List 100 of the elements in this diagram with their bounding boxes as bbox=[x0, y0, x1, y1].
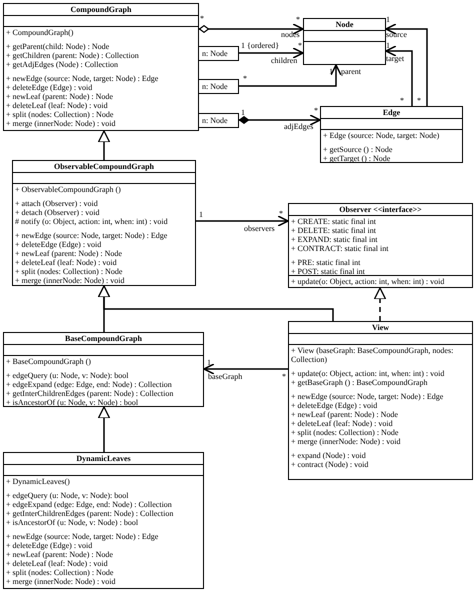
member-text: + POST: static final int bbox=[291, 267, 366, 276]
class-name: Node bbox=[336, 20, 354, 29]
role-label: baseGraph bbox=[208, 372, 242, 381]
member-text: + edgeQuery (u: Node, v: Node): bool bbox=[6, 371, 130, 380]
member-text: + Edge (source: Node, target: Node) bbox=[323, 131, 440, 140]
generalization-arrow bbox=[98, 285, 334, 321]
association-arrow bbox=[239, 47, 304, 59]
member-text: + edgeExpand (edge: Edge, end: Node) : Collection bbox=[6, 500, 173, 509]
class-box bbox=[12, 160, 196, 286]
member-text: + merge (innerNode: Node) : void bbox=[291, 437, 402, 446]
member-text: + deleteEdge (Edge) : void bbox=[6, 541, 94, 550]
member-text: + getTarget () : Node bbox=[323, 154, 392, 163]
class-box bbox=[3, 452, 204, 589]
multiplicity-label: * bbox=[282, 372, 286, 381]
class-box bbox=[288, 203, 473, 288]
member-text: + isAncestorOf (u: Node, v: Node) : bool bbox=[6, 398, 140, 407]
role-label: observers bbox=[244, 224, 275, 233]
role-label: parent bbox=[341, 67, 361, 76]
member-text: + newEdge (source: Node, target: Node) : Edge bbox=[291, 392, 444, 401]
association-arrow bbox=[203, 363, 288, 375]
association-arrow bbox=[196, 215, 289, 227]
multiplicity-label: 1 bbox=[386, 41, 390, 50]
association-arrow bbox=[239, 64, 342, 87]
member-text: + deleteLeaf (leaf: Node) : void bbox=[291, 419, 394, 428]
class-name: Observer <<interface>> bbox=[339, 205, 422, 214]
member-text: + contract (Node) : void bbox=[291, 460, 370, 469]
class-box bbox=[3, 332, 204, 407]
class-box bbox=[303, 18, 386, 65]
member-text: + getInterChildrenEdges (parent: Node) : Collection bbox=[6, 389, 174, 398]
member-text: + merge (innerNode: Node) : void bbox=[6, 119, 116, 128]
generalization-arrow bbox=[98, 130, 110, 160]
role-label: source bbox=[386, 30, 407, 39]
realization-arrow bbox=[374, 287, 386, 321]
member-text: + split (nodes: Collection) : Node bbox=[6, 568, 114, 577]
member-text: + attach (Observer) : void bbox=[15, 199, 99, 208]
member-text: + CONTRACT: static final int bbox=[291, 244, 390, 253]
class-box bbox=[3, 3, 199, 131]
member-text: + ObservableCompoundGraph () bbox=[15, 185, 122, 194]
role-label: target bbox=[386, 54, 404, 63]
class-name: Edge bbox=[382, 108, 400, 117]
member-text: + deleteLeaf (leaf: Node) : void bbox=[15, 258, 118, 267]
role-label: nodes bbox=[281, 30, 300, 39]
member-text: + detach (Observer) : void bbox=[15, 208, 100, 217]
member-text: + DynamicLeaves() bbox=[6, 477, 71, 486]
member-text: + isAncestorOf (u: Node, v: Node) : bool bbox=[6, 518, 140, 527]
member-text: + merge (innerNode: Node) : void bbox=[6, 577, 116, 586]
member-text: + deleteEdge (Edge) : void bbox=[291, 401, 378, 410]
member-text: + deleteLeaf (leaf: Node) : void bbox=[6, 559, 109, 568]
member-text: + EXPAND: static final int bbox=[291, 235, 378, 244]
class-name: BaseCompoundGraph bbox=[65, 334, 142, 343]
member-text: + split (nodes: Collection) : Node bbox=[6, 110, 114, 119]
role-label: adjEdges bbox=[284, 122, 314, 131]
member-text: + newEdge (source: Node, target: Node) : Edge bbox=[6, 74, 160, 83]
member-text: + newLeaf (parent: Node) : Node bbox=[291, 410, 399, 419]
member-text: + newEdge (source: Node, target: Node) : Edge bbox=[6, 532, 160, 541]
member-text: + newLeaf (parent: Node) : Node bbox=[6, 550, 114, 559]
member-text: + getAdjEdges (Node) : Collection bbox=[6, 60, 120, 69]
class-name: CompoundGraph bbox=[70, 5, 132, 14]
member-text: + DELETE: static final int bbox=[291, 226, 377, 235]
member-text: + getParent(child: Node) : Node bbox=[6, 42, 110, 51]
association-arrow bbox=[385, 23, 428, 106]
multiplicity-label: * bbox=[417, 96, 421, 105]
multiplicity-label: * bbox=[279, 209, 283, 218]
member-text: + expand (Node) : void bbox=[291, 451, 367, 460]
member-text: + View (baseGraph: BaseCompoundGraph, nodes: Collection) bbox=[291, 346, 454, 364]
multiplicity-label: 1 bbox=[199, 210, 203, 219]
member-text: + CREATE: static final int bbox=[291, 217, 377, 226]
member-text: + getChildren (parent: Node) : Collection bbox=[6, 51, 140, 60]
member-text: + edgeQuery (u: Node, v: Node): bool bbox=[6, 491, 130, 500]
member-text: + edgeExpand (edge: Edge, end: Node) : Collection bbox=[6, 380, 173, 389]
member-text: + deleteEdge (Edge) : void bbox=[15, 240, 102, 249]
member-text: + newEdge (source: Node, target: Node) : Edge bbox=[15, 231, 168, 240]
role-label: children bbox=[271, 56, 298, 65]
member-text: + getSource () : Node bbox=[323, 145, 394, 154]
member-text: + getInterChildrenEdges (parent: Node) : Collection bbox=[6, 509, 174, 518]
member-text: + update(o: Object, action: int, when: int) : void bbox=[291, 277, 446, 286]
multiplicity-label: * bbox=[243, 74, 247, 83]
generalization-arrow bbox=[98, 406, 110, 452]
qualifier-box: n: Node bbox=[198, 113, 239, 128]
member-text: + CompoundGraph() bbox=[6, 28, 74, 37]
member-text: + newLeaf (parent: Node) : Node bbox=[15, 249, 123, 258]
member-text: + BaseCompoundGraph () bbox=[6, 357, 92, 366]
member-text: + getBaseGraph () : BaseCompoundGraph bbox=[291, 378, 428, 387]
class-name: View bbox=[372, 323, 390, 332]
multiplicity-label: * bbox=[400, 96, 404, 105]
member-text: # notify (o: Object, action: int, when: int) : void bbox=[15, 217, 169, 226]
qualifier-box: n: Node bbox=[198, 46, 239, 61]
member-text: + merge (innerNode: Node) : void bbox=[15, 276, 126, 285]
member-text: + deleteEdge (Edge) : void bbox=[6, 83, 94, 92]
multiplicity-label: * bbox=[314, 106, 318, 115]
multiplicity-label: 1 bbox=[207, 358, 211, 367]
aggregation-arrow bbox=[198, 23, 304, 35]
multiplicity-label: * bbox=[296, 15, 300, 24]
class-box bbox=[320, 106, 463, 163]
class-name: DynamicLeaves bbox=[76, 454, 131, 463]
member-text: + split (nodes: Collection) : Node bbox=[15, 267, 124, 276]
multiplicity-label: 1 {ordered} bbox=[241, 41, 280, 50]
member-text: + update(o: Object, action: int, when: int) : void bbox=[291, 369, 446, 378]
qualifier-box: n: Node bbox=[198, 79, 239, 94]
member-text: + newLeaf (parent: Node) : Node bbox=[6, 92, 114, 101]
